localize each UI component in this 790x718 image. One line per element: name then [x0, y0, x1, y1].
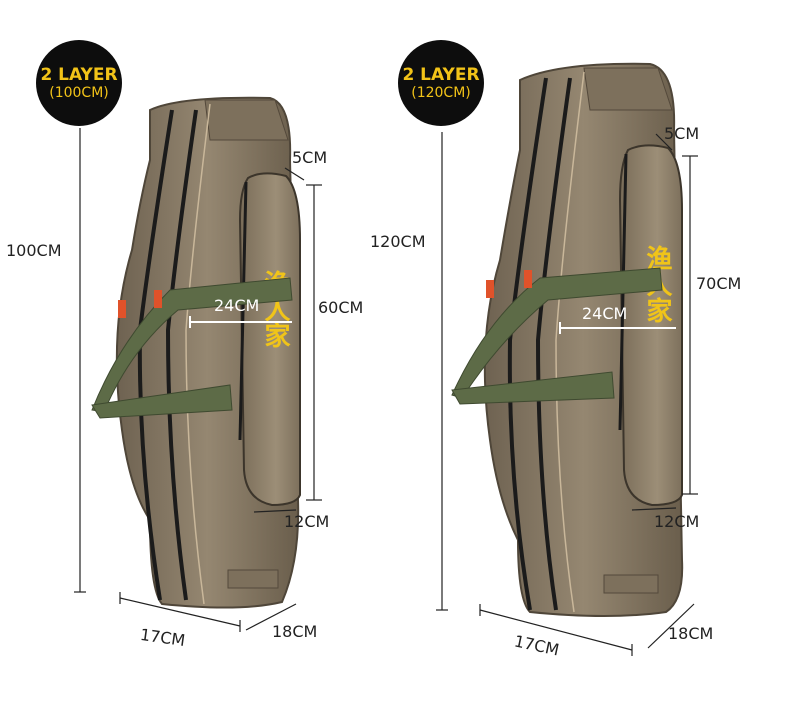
right-zipper-1 [507, 77, 548, 611]
right-side-pocket [618, 144, 683, 507]
right-pocket-depth-label: 5CM [664, 124, 700, 143]
right-height-label: 120CM [370, 232, 426, 251]
right-puller-2 [524, 270, 532, 288]
right-zipper-2 [535, 77, 572, 611]
left-dimension-lines [74, 128, 322, 632]
right-trim [555, 71, 585, 613]
left-bag: 渔人家 [91, 96, 301, 609]
left-size-badge: 2 LAYER (100CM) [36, 40, 122, 126]
left-pocket-zipper [238, 181, 248, 441]
left-zipper-2 [165, 109, 198, 601]
left-badge-title: 2 LAYER [40, 64, 118, 85]
left-width-label: 24CM [214, 296, 260, 315]
left-pocket-bottom-label: 12CM [284, 512, 330, 531]
left-side-pocket [238, 172, 301, 507]
left-puller-1 [118, 300, 126, 318]
left-badge-subtitle: (100CM) [49, 84, 109, 101]
right-badge-title: 2 LAYER [402, 64, 480, 85]
right-strap-1 [451, 267, 663, 399]
right-size-badge: 2 LAYER (120CM) [398, 40, 484, 126]
right-base-depth-label: 18CM [668, 624, 714, 643]
right-badge-subtitle: (120CM) [411, 84, 471, 101]
left-trim [185, 103, 211, 605]
left-strap-2 [91, 384, 233, 419]
right-width-label: 24CM [582, 304, 628, 323]
right-puller-1 [486, 280, 494, 298]
left-bottom-grip [227, 569, 279, 589]
left-height-label: 100CM [6, 241, 62, 260]
right-top-grip [583, 67, 673, 111]
right-pocket-height-label: 70CM [696, 274, 742, 293]
right-strap-2 [451, 371, 615, 405]
right-bottom-grip [603, 574, 659, 594]
left-puller-2 [154, 290, 162, 308]
left-base-depth-label: 18CM [272, 622, 318, 641]
right-pocket-bottom-label: 12CM [654, 512, 700, 531]
left-strap-1 [91, 277, 293, 413]
left-pocket-depth-label: 5CM [292, 148, 328, 167]
left-pocket-height-label: 60CM [318, 298, 364, 317]
right-dimension-lines [436, 132, 698, 656]
left-top-grip [204, 99, 289, 141]
right-bag: 渔人家 [451, 62, 684, 617]
